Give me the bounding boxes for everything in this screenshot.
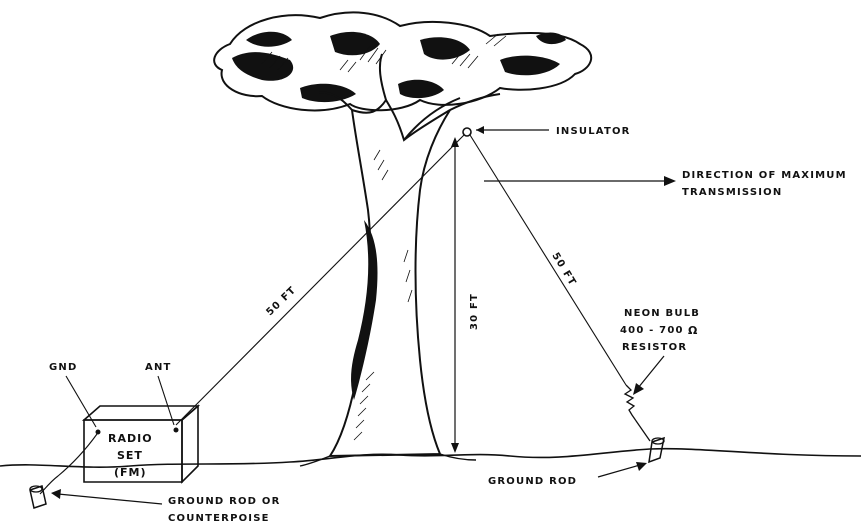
ground-wire <box>40 434 97 494</box>
ground-rod-right-icon <box>649 438 664 462</box>
resistor-icon <box>625 385 650 441</box>
neon-label-line1: NEON BULB <box>624 308 700 319</box>
resistor-pointer-arrow <box>638 356 664 388</box>
direction-label-line2: TRANSMISSION <box>682 187 782 198</box>
ground-rod-left-label-line1: GROUND ROD OR <box>168 496 280 507</box>
direction-label-line1: DIRECTION OF MAXIMUM <box>682 170 847 181</box>
insulator-icon <box>463 128 471 136</box>
left-wire-label: 50 FT <box>264 284 298 318</box>
radio-label-line3: (FM) <box>114 466 147 479</box>
insulator-label: INSULATOR <box>556 126 631 137</box>
ground-rod-right-label: GROUND ROD <box>488 476 577 487</box>
right-antenna-wire <box>470 135 626 385</box>
gnd-leader <box>66 376 96 427</box>
gnd-label: GND <box>49 362 77 373</box>
radio-label-line1: RADIO <box>108 432 153 445</box>
height-label: 30 FT <box>469 293 480 330</box>
neon-label-line2: 400 - 700 <box>620 325 684 336</box>
ground-rod-left-label-line2: COUNTERPOISE <box>168 513 270 524</box>
ohm-symbol: Ω <box>688 324 698 337</box>
ant-leader <box>158 376 174 425</box>
ant-label: ANT <box>145 362 172 373</box>
radio-label-line2: SET <box>117 449 143 462</box>
ground-rod-right-arrow <box>598 465 640 477</box>
neon-label-line3: RESISTOR <box>622 342 687 353</box>
ground-rod-left-arrow <box>58 494 162 504</box>
left-antenna-wire <box>176 135 464 425</box>
